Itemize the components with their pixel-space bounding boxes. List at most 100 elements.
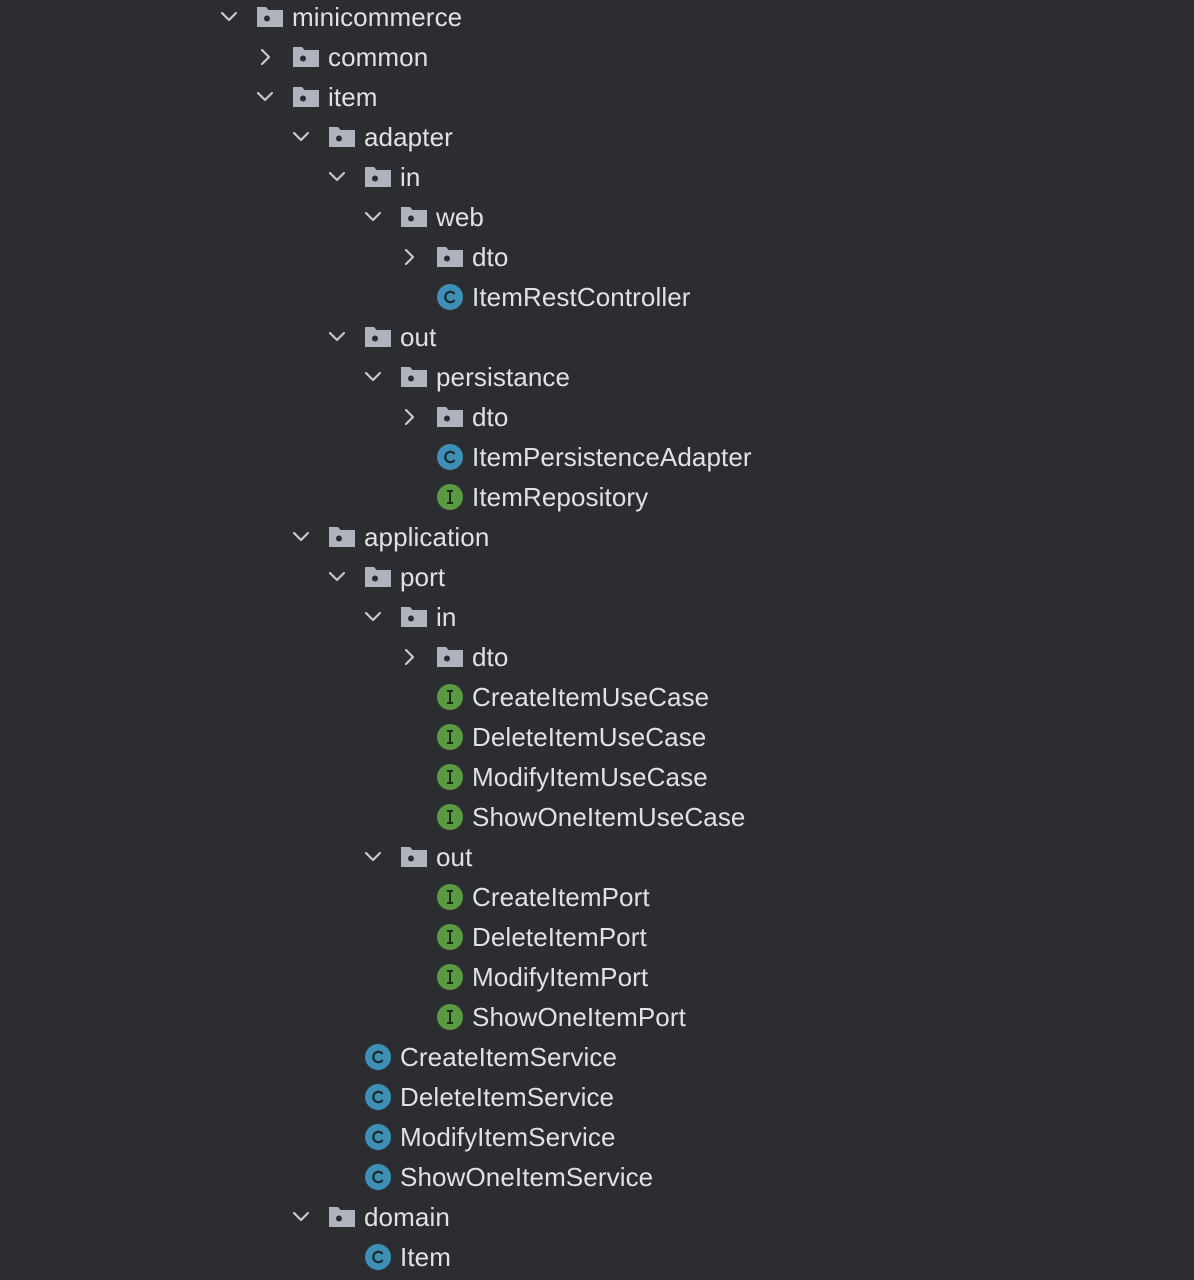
java-class-icon: [436, 283, 464, 311]
package-folder-icon: [400, 203, 428, 231]
tree-row-item-rest-controller[interactable]: ItemRestController: [0, 277, 1194, 317]
tree-item-label: ItemRepository: [472, 482, 649, 512]
tree-row-item-persistence-adapter[interactable]: ItemPersistenceAdapter: [0, 437, 1194, 477]
tree-item-label: dto: [472, 242, 509, 272]
chevron-down-icon[interactable]: [326, 326, 348, 348]
package-folder-icon: [328, 523, 356, 551]
tree-row-show-one-item-port[interactable]: ShowOneItemPort: [0, 997, 1194, 1037]
tree-item-label: CreateItemPort: [472, 882, 650, 912]
tree-item-label: ShowOneItemService: [400, 1162, 654, 1192]
tree-item-label: DeleteItemUseCase: [472, 722, 707, 752]
package-folder-icon: [400, 843, 428, 871]
tree-row-modify-item-use-case[interactable]: ModifyItemUseCase: [0, 757, 1194, 797]
chevron-right-icon[interactable]: [254, 46, 276, 68]
tree-row-domain[interactable]: domain: [0, 1197, 1194, 1237]
tree-row-item[interactable]: item: [0, 77, 1194, 117]
chevron-down-icon[interactable]: [326, 166, 348, 188]
package-folder-icon: [328, 123, 356, 151]
tree-row-delete-item-port[interactable]: DeleteItemPort: [0, 917, 1194, 957]
tree-row-out[interactable]: out: [0, 317, 1194, 357]
tree-item-label: ItemRestController: [472, 282, 691, 312]
tree-item-label: ItemPersistenceAdapter: [472, 442, 752, 472]
tree-item-label: DeleteItemService: [400, 1082, 615, 1112]
package-folder-icon: [364, 563, 392, 591]
tree-row-delete-item-service[interactable]: DeleteItemService: [0, 1077, 1194, 1117]
tree-item-label: ModifyItemPort: [472, 962, 649, 992]
tree-item-label: common: [328, 42, 429, 72]
tree-item-label: domain: [364, 1202, 450, 1232]
chevron-down-icon[interactable]: [362, 606, 384, 628]
chevron-down-icon[interactable]: [362, 366, 384, 388]
tree-item-label: CreateItemService: [400, 1042, 617, 1072]
tree-item-label: application: [364, 522, 490, 552]
chevron-down-icon[interactable]: [290, 526, 312, 548]
chevron-down-icon[interactable]: [254, 86, 276, 108]
tree-row-application[interactable]: application: [0, 517, 1194, 557]
tree-row-modify-item-port[interactable]: ModifyItemPort: [0, 957, 1194, 997]
tree-row-persistance[interactable]: persistance: [0, 357, 1194, 397]
package-folder-icon: [292, 43, 320, 71]
chevron-down-icon[interactable]: [218, 6, 240, 28]
tree-item-label: in: [400, 162, 421, 192]
tree-item-label: port: [400, 562, 446, 592]
tree-item-label: CreateItemUseCase: [472, 682, 710, 712]
java-class-icon: [364, 1243, 392, 1271]
tree-row-in[interactable]: in: [0, 157, 1194, 197]
tree-row-delete-item-use-case[interactable]: DeleteItemUseCase: [0, 717, 1194, 757]
chevron-down-icon[interactable]: [326, 566, 348, 588]
tree-row-dto[interactable]: dto: [0, 637, 1194, 677]
tree-row-port[interactable]: port: [0, 557, 1194, 597]
tree-row-dto[interactable]: dto: [0, 237, 1194, 277]
tree-row-show-one-item-use-case[interactable]: ShowOneItemUseCase: [0, 797, 1194, 837]
chevron-right-icon[interactable]: [398, 246, 420, 268]
chevron-right-icon[interactable]: [398, 406, 420, 428]
java-class-icon: [436, 443, 464, 471]
tree-row-adapter[interactable]: adapter: [0, 117, 1194, 157]
package-folder-icon: [292, 83, 320, 111]
tree-item-label: ModifyItemUseCase: [472, 762, 708, 792]
java-interface-icon: [436, 723, 464, 751]
java-class-icon: [364, 1163, 392, 1191]
package-folder-icon: [256, 3, 284, 31]
tree-row-dto[interactable]: dto: [0, 397, 1194, 437]
tree-row-in[interactable]: in: [0, 597, 1194, 637]
tree-row-minicommerce[interactable]: minicommerce: [0, 0, 1194, 37]
java-interface-icon: [436, 763, 464, 791]
java-class-icon: [364, 1123, 392, 1151]
tree-row-create-item-use-case[interactable]: CreateItemUseCase: [0, 677, 1194, 717]
package-folder-icon: [400, 603, 428, 631]
tree-item-label: in: [436, 602, 457, 632]
tree-row-item[interactable]: Item: [0, 1237, 1194, 1277]
tree-row-web[interactable]: web: [0, 197, 1194, 237]
chevron-down-icon[interactable]: [362, 846, 384, 868]
tree-item-label: persistance: [436, 362, 571, 392]
tree-item-label: dto: [472, 642, 509, 672]
tree-item-label: dto: [472, 402, 509, 432]
tree-item-label: item: [328, 82, 378, 112]
tree-row-common[interactable]: common: [0, 37, 1194, 77]
java-class-icon: [364, 1083, 392, 1111]
java-interface-icon: [436, 803, 464, 831]
tree-item-label: DeleteItemPort: [472, 922, 647, 952]
java-class-icon: [364, 1043, 392, 1071]
java-interface-icon: [436, 483, 464, 511]
java-interface-icon: [436, 683, 464, 711]
tree-row-create-item-port[interactable]: CreateItemPort: [0, 877, 1194, 917]
package-folder-icon: [328, 1203, 356, 1231]
package-folder-icon: [364, 323, 392, 351]
tree-item-label: ModifyItemService: [400, 1122, 616, 1152]
chevron-down-icon[interactable]: [290, 126, 312, 148]
package-folder-icon: [436, 243, 464, 271]
tree-row-modify-item-service[interactable]: ModifyItemService: [0, 1117, 1194, 1157]
chevron-down-icon[interactable]: [362, 206, 384, 228]
tree-item-label: minicommerce: [292, 2, 463, 32]
tree-item-label: Item: [400, 1242, 451, 1272]
chevron-down-icon[interactable]: [290, 1206, 312, 1228]
tree-item-label: adapter: [364, 122, 453, 152]
tree-row-out[interactable]: out: [0, 837, 1194, 877]
tree-row-create-item-service[interactable]: CreateItemService: [0, 1037, 1194, 1077]
chevron-right-icon[interactable]: [398, 646, 420, 668]
tree-row-show-one-item-service[interactable]: ShowOneItemService: [0, 1157, 1194, 1197]
tree-row-item-repository[interactable]: ItemRepository: [0, 477, 1194, 517]
package-folder-icon: [436, 643, 464, 671]
